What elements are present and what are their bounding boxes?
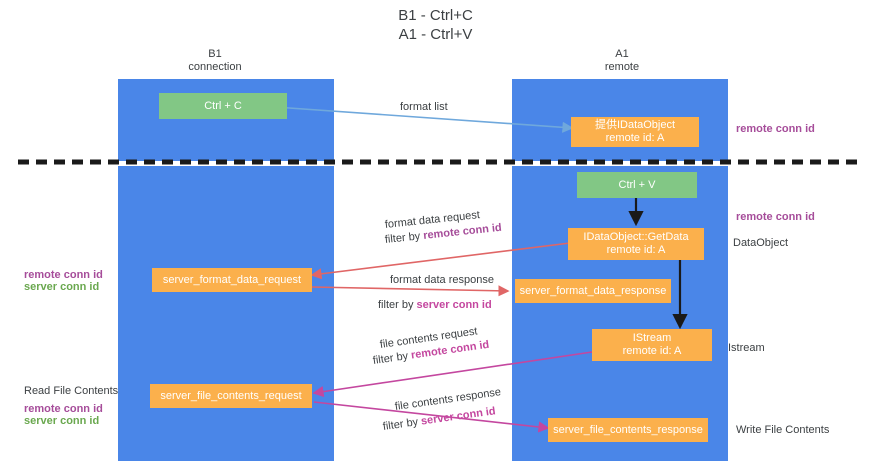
side-label-remote-conn-id-top: remote conn id bbox=[736, 123, 815, 135]
lane-b1-top bbox=[118, 79, 334, 161]
side-label-dataobject: DataObject bbox=[733, 237, 789, 249]
side-label-remote-conn-id-mid: remote conn id bbox=[736, 211, 815, 223]
title-line-2: A1 - Ctrl+V bbox=[398, 26, 473, 43]
flow-label-format-data-response: format data response bbox=[390, 274, 494, 286]
filter-by-prefix-3: filter by bbox=[372, 349, 412, 367]
side-label-left-server-conn-id: server conn id bbox=[24, 281, 100, 293]
box-getdata-line2: remote id: A bbox=[606, 244, 666, 256]
box-server-format-data-request-label: server_format_data_request bbox=[162, 273, 302, 286]
filter-by-prefix-2: filter by bbox=[378, 299, 417, 311]
box-ctrl-c[interactable]: Ctrl + C bbox=[159, 93, 287, 119]
box-ctrl-v[interactable]: Ctrl + V bbox=[577, 172, 697, 198]
box-ctrl-v-label: Ctrl + V bbox=[618, 178, 656, 191]
server-conn-id-1: server conn id bbox=[416, 299, 492, 311]
filter-by-prefix-1: filter by bbox=[384, 230, 424, 246]
side-label-left-remote-conn-id: remote conn id bbox=[24, 269, 103, 281]
column-header-b1-sub: connection bbox=[188, 61, 242, 73]
side-label-left-server-conn-id-2: server conn id bbox=[24, 415, 100, 427]
column-header-a1-sub: remote bbox=[604, 61, 640, 73]
box-istream-line1: IStream bbox=[632, 332, 672, 344]
side-label-istream: Istream bbox=[728, 342, 765, 354]
title-line-1: B1 - Ctrl+C bbox=[398, 7, 473, 24]
box-server-file-contents-response-label: server_file_contents_response bbox=[553, 423, 703, 436]
box-server-format-data-request[interactable]: server_format_data_request bbox=[152, 268, 312, 292]
box-server-format-data-response[interactable]: server_format_data_response bbox=[515, 279, 671, 303]
lane-b1-bottom bbox=[118, 166, 334, 461]
column-header-a1: A1 remote bbox=[562, 48, 682, 74]
box-server-file-contents-request-label: server_file_contents_request bbox=[160, 389, 302, 402]
side-label-left-remote-conn-id-2: remote conn id bbox=[24, 403, 103, 415]
box-server-file-contents-response[interactable]: server_file_contents_response bbox=[548, 418, 708, 442]
flow-filter-format-data-response: filter by server conn id bbox=[378, 299, 492, 312]
box-getdata-line1: IDataObject::GetData bbox=[583, 231, 689, 243]
box-istream[interactable]: IStream remote id: A bbox=[592, 329, 712, 361]
flow-label-format-list: format list bbox=[400, 101, 448, 113]
side-label-read-file-contents: Read File Contents bbox=[24, 385, 119, 397]
box-ctrl-c-label: Ctrl + C bbox=[204, 99, 242, 112]
box-server-format-data-response-label: server_format_data_response bbox=[519, 284, 667, 297]
column-header-b1: B1 connection bbox=[155, 48, 275, 74]
column-header-a1-name: A1 bbox=[615, 48, 629, 60]
box-istream-line2: remote id: A bbox=[622, 345, 682, 357]
box-idataobject-line1: 提供IDataObject bbox=[594, 119, 676, 131]
box-idataobject[interactable]: 提供IDataObject remote id: A bbox=[571, 117, 699, 147]
filter-by-prefix-4: filter by bbox=[382, 415, 422, 433]
side-label-write-file-contents: Write File Contents bbox=[736, 424, 830, 436]
box-idataobject-line2: remote id: A bbox=[605, 132, 665, 144]
box-getdata[interactable]: IDataObject::GetData remote id: A bbox=[568, 228, 704, 260]
diagram-title: B1 - Ctrl+C A1 - Ctrl+V bbox=[0, 6, 871, 44]
column-header-b1-name: B1 bbox=[208, 48, 222, 60]
box-server-file-contents-request[interactable]: server_file_contents_request bbox=[150, 384, 312, 408]
lane-a1-bottom bbox=[512, 166, 728, 461]
